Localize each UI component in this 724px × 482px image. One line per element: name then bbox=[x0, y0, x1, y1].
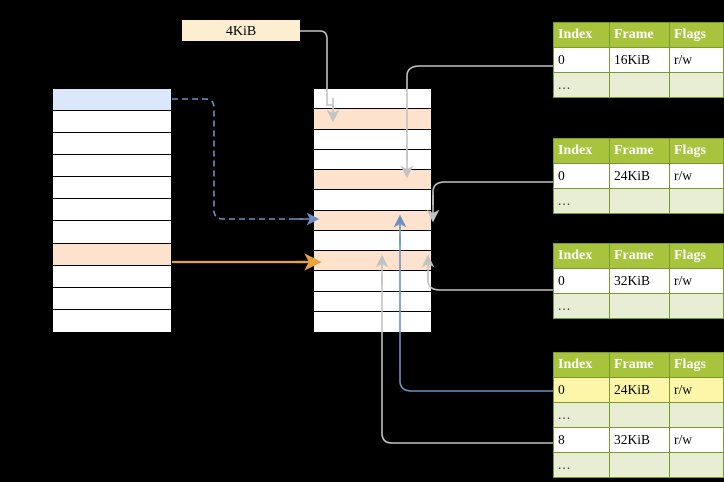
cell-index: ... bbox=[553, 402, 610, 428]
cell-flags bbox=[669, 293, 724, 319]
cell-index: 8 bbox=[553, 427, 610, 453]
physical-memory-column bbox=[313, 88, 432, 332]
column-header-frame: Frame bbox=[609, 138, 670, 164]
cell-frame bbox=[609, 72, 670, 98]
virtual-page-row-1 bbox=[53, 111, 171, 134]
cell-index: ... bbox=[553, 293, 610, 319]
cell-index: ... bbox=[553, 188, 610, 214]
physical-frame-row-4 bbox=[314, 170, 431, 191]
cell-flags: r/w bbox=[669, 47, 724, 73]
connector-pt3-to-frame bbox=[427, 272, 553, 291]
cell-index: 0 bbox=[553, 268, 610, 294]
column-header-frame: Frame bbox=[609, 352, 670, 378]
cell-frame bbox=[609, 188, 670, 214]
column-header-flags: Flags bbox=[669, 138, 724, 164]
table-row: ... bbox=[553, 293, 724, 319]
cell-flags bbox=[669, 72, 724, 98]
physical-frame-row-9 bbox=[314, 271, 431, 292]
virtual-address-space-column bbox=[52, 88, 172, 332]
cell-index: ... bbox=[553, 72, 610, 98]
column-header-frame: Frame bbox=[609, 243, 670, 269]
cell-frame: 16KiB bbox=[609, 47, 670, 73]
connector-pt2-to-frame bbox=[432, 181, 553, 205]
virtual-page-row-4 bbox=[53, 177, 171, 200]
column-header-flags: Flags bbox=[669, 352, 724, 378]
cell-frame bbox=[609, 402, 670, 428]
cell-index: ... bbox=[553, 452, 610, 478]
physical-frame-row-6 bbox=[314, 210, 431, 231]
cell-frame: 24KiB bbox=[609, 377, 670, 403]
connector-vpage-dashed bbox=[172, 98, 303, 220]
virtual-page-row-10 bbox=[53, 309, 171, 332]
cell-flags: r/w bbox=[669, 268, 724, 294]
physical-frame-row-2 bbox=[314, 129, 431, 150]
physical-frame-row-11 bbox=[314, 311, 431, 332]
table-row: ... bbox=[553, 402, 724, 428]
physical-frame-row-10 bbox=[314, 291, 431, 312]
column-header-index: Index bbox=[553, 138, 610, 164]
cell-frame: 32KiB bbox=[609, 268, 670, 294]
physical-frame-row-8 bbox=[314, 251, 431, 272]
size-label-4kib: 4KiB bbox=[182, 20, 300, 41]
cell-frame bbox=[609, 293, 670, 319]
virtual-page-row-3 bbox=[53, 155, 171, 178]
table-row: ... bbox=[553, 188, 724, 214]
table-row: ... bbox=[553, 72, 724, 98]
virtual-page-row-7 bbox=[53, 243, 171, 266]
cell-flags bbox=[669, 402, 724, 428]
column-header-index: Index bbox=[553, 22, 610, 48]
column-header-flags: Flags bbox=[669, 22, 724, 48]
cell-index: 0 bbox=[553, 377, 610, 403]
physical-frame-row-7 bbox=[314, 230, 431, 251]
cell-flags: r/w bbox=[669, 427, 724, 453]
virtual-page-row-5 bbox=[53, 199, 171, 222]
physical-frame-row-5 bbox=[314, 190, 431, 211]
physical-frame-row-3 bbox=[314, 149, 431, 170]
virtual-page-row-8 bbox=[53, 265, 171, 288]
cell-index: 0 bbox=[553, 163, 610, 189]
physical-frame-row-0 bbox=[314, 89, 431, 110]
cell-flags bbox=[669, 188, 724, 214]
column-header-frame: Frame bbox=[609, 22, 670, 48]
cell-frame bbox=[609, 452, 670, 478]
cell-index: 0 bbox=[553, 47, 610, 73]
cell-frame: 24KiB bbox=[609, 163, 670, 189]
column-header-index: Index bbox=[553, 243, 610, 269]
cell-flags: r/w bbox=[669, 163, 724, 189]
virtual-page-row-6 bbox=[53, 221, 171, 244]
table-row: ... bbox=[553, 452, 724, 478]
column-header-flags: Flags bbox=[669, 243, 724, 269]
virtual-page-row-9 bbox=[53, 287, 171, 310]
column-header-index: Index bbox=[553, 352, 610, 378]
cell-flags bbox=[669, 452, 724, 478]
physical-frame-row-1 bbox=[314, 109, 431, 130]
virtual-page-row-2 bbox=[53, 133, 171, 156]
cell-flags: r/w bbox=[669, 377, 724, 403]
cell-frame: 32KiB bbox=[609, 427, 670, 453]
virtual-page-row-0 bbox=[53, 89, 171, 112]
